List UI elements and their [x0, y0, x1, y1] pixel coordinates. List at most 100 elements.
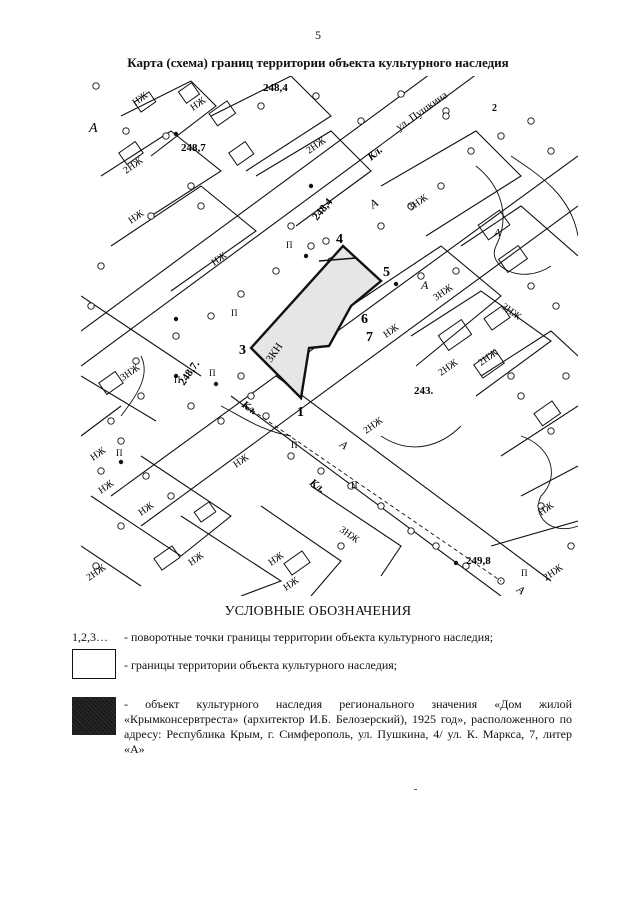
tree — [527, 282, 535, 290]
tree — [247, 392, 255, 400]
parcel-outline — [120, 80, 217, 157]
tree — [337, 542, 345, 550]
tree — [562, 372, 570, 380]
tree — [552, 302, 560, 310]
boundary-point-2: 2 — [492, 103, 497, 114]
street-edge — [140, 205, 578, 527]
tree — [237, 290, 245, 298]
contour — [380, 425, 462, 448]
legend-desc-turning-points: - поворотные точки границы территории об… — [124, 630, 494, 644]
p-label: П — [209, 368, 216, 378]
building — [533, 400, 562, 427]
tree — [117, 437, 125, 445]
parcel-outline — [90, 455, 232, 557]
building — [437, 318, 473, 352]
contour — [475, 165, 552, 275]
p-label: П — [231, 308, 238, 318]
tree — [142, 472, 150, 480]
legend-item-heritage-object: - объект культурного наследия региональн… — [72, 697, 572, 759]
benchmark-dot — [173, 316, 179, 322]
contour — [220, 405, 292, 437]
boundary-point-1: 1 — [297, 405, 304, 420]
benchmark-dot — [173, 373, 179, 379]
parcel-outline — [500, 405, 578, 457]
tree — [537, 502, 545, 510]
tree — [97, 467, 105, 475]
tree — [407, 527, 415, 535]
map-drawing: ул. Пушкина 248,4 248,7 248,4 248,7. 243… — [81, 76, 578, 596]
benchmark-dot — [308, 183, 314, 189]
tree — [377, 222, 385, 230]
height-mark: 243. — [414, 385, 434, 397]
benchmark-dot — [213, 381, 219, 387]
street-lines — [81, 76, 578, 596]
street-edge — [81, 295, 202, 377]
boundary-point-6: 6 — [361, 312, 368, 327]
boundary-point-5: 5 — [383, 265, 390, 280]
heritage-boundary — [249, 244, 383, 401]
letter-a-label: А — [493, 227, 501, 239]
tree — [357, 117, 365, 125]
tree — [122, 127, 130, 135]
tree — [497, 132, 505, 140]
height-mark: 248,4 — [263, 82, 288, 94]
tree — [92, 82, 100, 90]
tree — [432, 542, 440, 550]
tree — [467, 147, 475, 155]
benchmark-dots — [118, 131, 459, 566]
tree — [377, 502, 385, 510]
tree — [417, 272, 425, 280]
tree — [132, 357, 140, 365]
legend-swatch-heritage-object — [72, 697, 116, 735]
legend-desc-heritage-object: - объект культурного наследия региональн… — [124, 697, 572, 756]
tree — [452, 267, 460, 275]
benchmark-dot — [118, 459, 124, 465]
parcel-outline — [260, 505, 342, 596]
building — [208, 100, 237, 127]
legend-item-boundary: - границы территории объекта культурного… — [72, 649, 572, 681]
tree — [527, 117, 535, 125]
legend-title: УСЛОВНЫЕ ОБОЗНАЧЕНИЯ — [224, 604, 412, 619]
parcel-outline — [81, 405, 122, 437]
letter-a-label: А — [88, 121, 98, 136]
tree — [97, 262, 105, 270]
tree — [517, 392, 525, 400]
parcel-outline — [380, 130, 522, 237]
tree — [442, 112, 450, 120]
legend-key-numbers: 1,2,3… — [72, 630, 108, 644]
street-edge — [81, 375, 157, 422]
building — [283, 550, 311, 576]
tree — [437, 182, 445, 190]
parcel-outline — [210, 76, 332, 172]
parcel-outline — [180, 515, 283, 596]
tree — [172, 332, 180, 340]
p-label: П — [116, 448, 123, 458]
tree — [147, 212, 155, 220]
tree — [347, 482, 355, 490]
building — [98, 370, 124, 396]
building — [473, 349, 505, 379]
parcel-outline — [310, 485, 402, 577]
stray-mark: - — [414, 784, 418, 795]
tree-markers — [87, 82, 575, 585]
tree — [207, 312, 215, 320]
building — [193, 501, 217, 523]
street-edge — [81, 76, 429, 332]
tree — [92, 562, 100, 570]
parcel-outline — [410, 290, 552, 397]
street-edge — [110, 155, 578, 497]
benchmark-dot — [393, 281, 399, 287]
p-label: П — [351, 480, 358, 490]
tree — [567, 542, 575, 550]
page-number: 5 — [315, 28, 321, 42]
contour — [120, 355, 145, 417]
tree — [137, 392, 145, 400]
tree — [117, 522, 125, 530]
tree — [317, 467, 325, 475]
benchmark-dot — [173, 131, 179, 137]
benchmark-dot — [303, 253, 309, 259]
map-title: Карта (схема) границ территории объекта … — [127, 55, 509, 70]
tree — [287, 452, 295, 460]
tree — [107, 417, 115, 425]
tree — [257, 102, 265, 110]
